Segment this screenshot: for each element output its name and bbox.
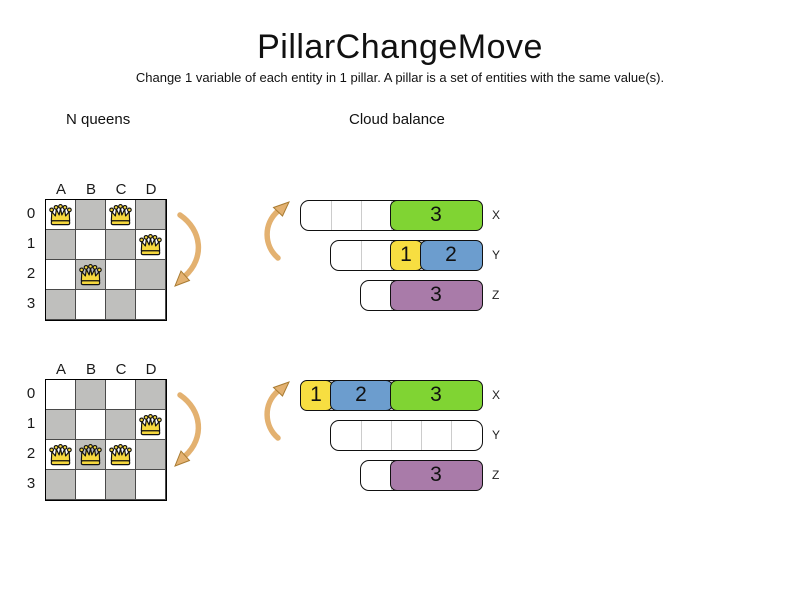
- curved-arrow-down-icon: [174, 392, 201, 467]
- cell-D0: [136, 200, 166, 230]
- cell-D3: [136, 470, 166, 500]
- process-block-1: 1: [389, 239, 423, 271]
- queen-icon: [109, 443, 132, 466]
- row-label-2: 2: [26, 445, 36, 462]
- cell-A0: [46, 200, 76, 230]
- queen-icon: [109, 203, 132, 226]
- cell-C1: [106, 410, 136, 440]
- cell-B3: [76, 470, 106, 500]
- cell-A1: [46, 230, 76, 260]
- process-block-1: 1: [299, 379, 333, 411]
- cell-C1: [106, 230, 136, 260]
- cloudbalance-section-label: Cloud balance: [349, 111, 445, 128]
- cell-D2: [136, 440, 166, 470]
- process-block-3: 3: [389, 279, 483, 311]
- row-label-1: 1: [26, 235, 36, 252]
- computer-label-Y: Y: [492, 428, 501, 442]
- curved-arrow-up-icon: [264, 201, 290, 261]
- slot-divider: [331, 201, 332, 230]
- cell-B0: [76, 200, 106, 230]
- cell-A0: [46, 380, 76, 410]
- computer-label-Z: Z: [492, 468, 500, 482]
- cell-C3: [106, 470, 136, 500]
- row-label-3: 3: [26, 295, 36, 312]
- column-header-A: A: [55, 181, 66, 198]
- process-block-3: 3: [389, 459, 483, 491]
- row-label-2: 2: [26, 265, 36, 282]
- row-label-3: 3: [26, 475, 36, 492]
- queen-icon: [139, 233, 162, 256]
- page-subtitle: Change 1 variable of each entity in 1 pi…: [135, 70, 665, 85]
- cell-A3: [46, 470, 76, 500]
- process-block-3: 3: [389, 199, 483, 231]
- cell-A2: [46, 440, 76, 470]
- board-grid: [45, 379, 167, 501]
- nqueens-section-label: N queens: [66, 111, 131, 128]
- cell-D2: [136, 260, 166, 290]
- column-header-C: C: [115, 181, 127, 198]
- computer-label-Z: Z: [492, 288, 500, 302]
- page-title: PillarChangeMove: [257, 28, 543, 66]
- cell-A3: [46, 290, 76, 320]
- computer-bar-Y: [330, 420, 483, 451]
- cell-B2: [76, 260, 106, 290]
- cell-B0: [76, 380, 106, 410]
- queen-icon: [49, 443, 72, 466]
- cell-A2: [46, 260, 76, 290]
- cell-C2: [106, 260, 136, 290]
- slot-divider: [421, 421, 422, 450]
- cell-D3: [136, 290, 166, 320]
- row-label-0: 0: [26, 205, 36, 222]
- column-header-B: B: [85, 361, 96, 378]
- cell-D0: [136, 380, 166, 410]
- cell-C2: [106, 440, 136, 470]
- cell-B1: [76, 410, 106, 440]
- cell-B3: [76, 290, 106, 320]
- slot-divider: [361, 201, 362, 230]
- computer-bar-X: 3: [300, 199, 483, 231]
- curved-arrow-down-icon: [174, 212, 201, 287]
- column-header-C: C: [115, 361, 127, 378]
- queen-icon: [79, 443, 102, 466]
- row-label-1: 1: [26, 415, 36, 432]
- column-header-D: D: [145, 361, 157, 378]
- queen-icon: [139, 413, 162, 436]
- process-block-2: 2: [329, 379, 393, 411]
- column-header-D: D: [145, 181, 157, 198]
- process-block-2: 2: [419, 239, 483, 271]
- cell-D1: [136, 230, 166, 260]
- board-grid: [45, 199, 167, 321]
- column-header-A: A: [55, 361, 66, 378]
- cell-C0: [106, 380, 136, 410]
- process-block-3: 3: [389, 379, 483, 411]
- cell-B1: [76, 230, 106, 260]
- queen-icon: [79, 263, 102, 286]
- slot-divider: [391, 421, 392, 450]
- cell-A1: [46, 410, 76, 440]
- cell-B2: [76, 440, 106, 470]
- row-label-0: 0: [26, 385, 36, 402]
- computer-bar-Z: 3: [360, 459, 483, 491]
- curved-arrow-up-icon: [264, 381, 290, 441]
- computer-label-X: X: [492, 208, 501, 222]
- slot-divider: [361, 241, 362, 270]
- computer-bar-Z: 3: [360, 279, 483, 311]
- cell-C0: [106, 200, 136, 230]
- slot-divider: [361, 421, 362, 450]
- column-header-B: B: [85, 181, 96, 198]
- slot-divider: [451, 421, 452, 450]
- computer-label-X: X: [492, 388, 501, 402]
- cell-D1: [136, 410, 166, 440]
- computer-label-Y: Y: [492, 248, 501, 262]
- queen-icon: [49, 203, 72, 226]
- cell-C3: [106, 290, 136, 320]
